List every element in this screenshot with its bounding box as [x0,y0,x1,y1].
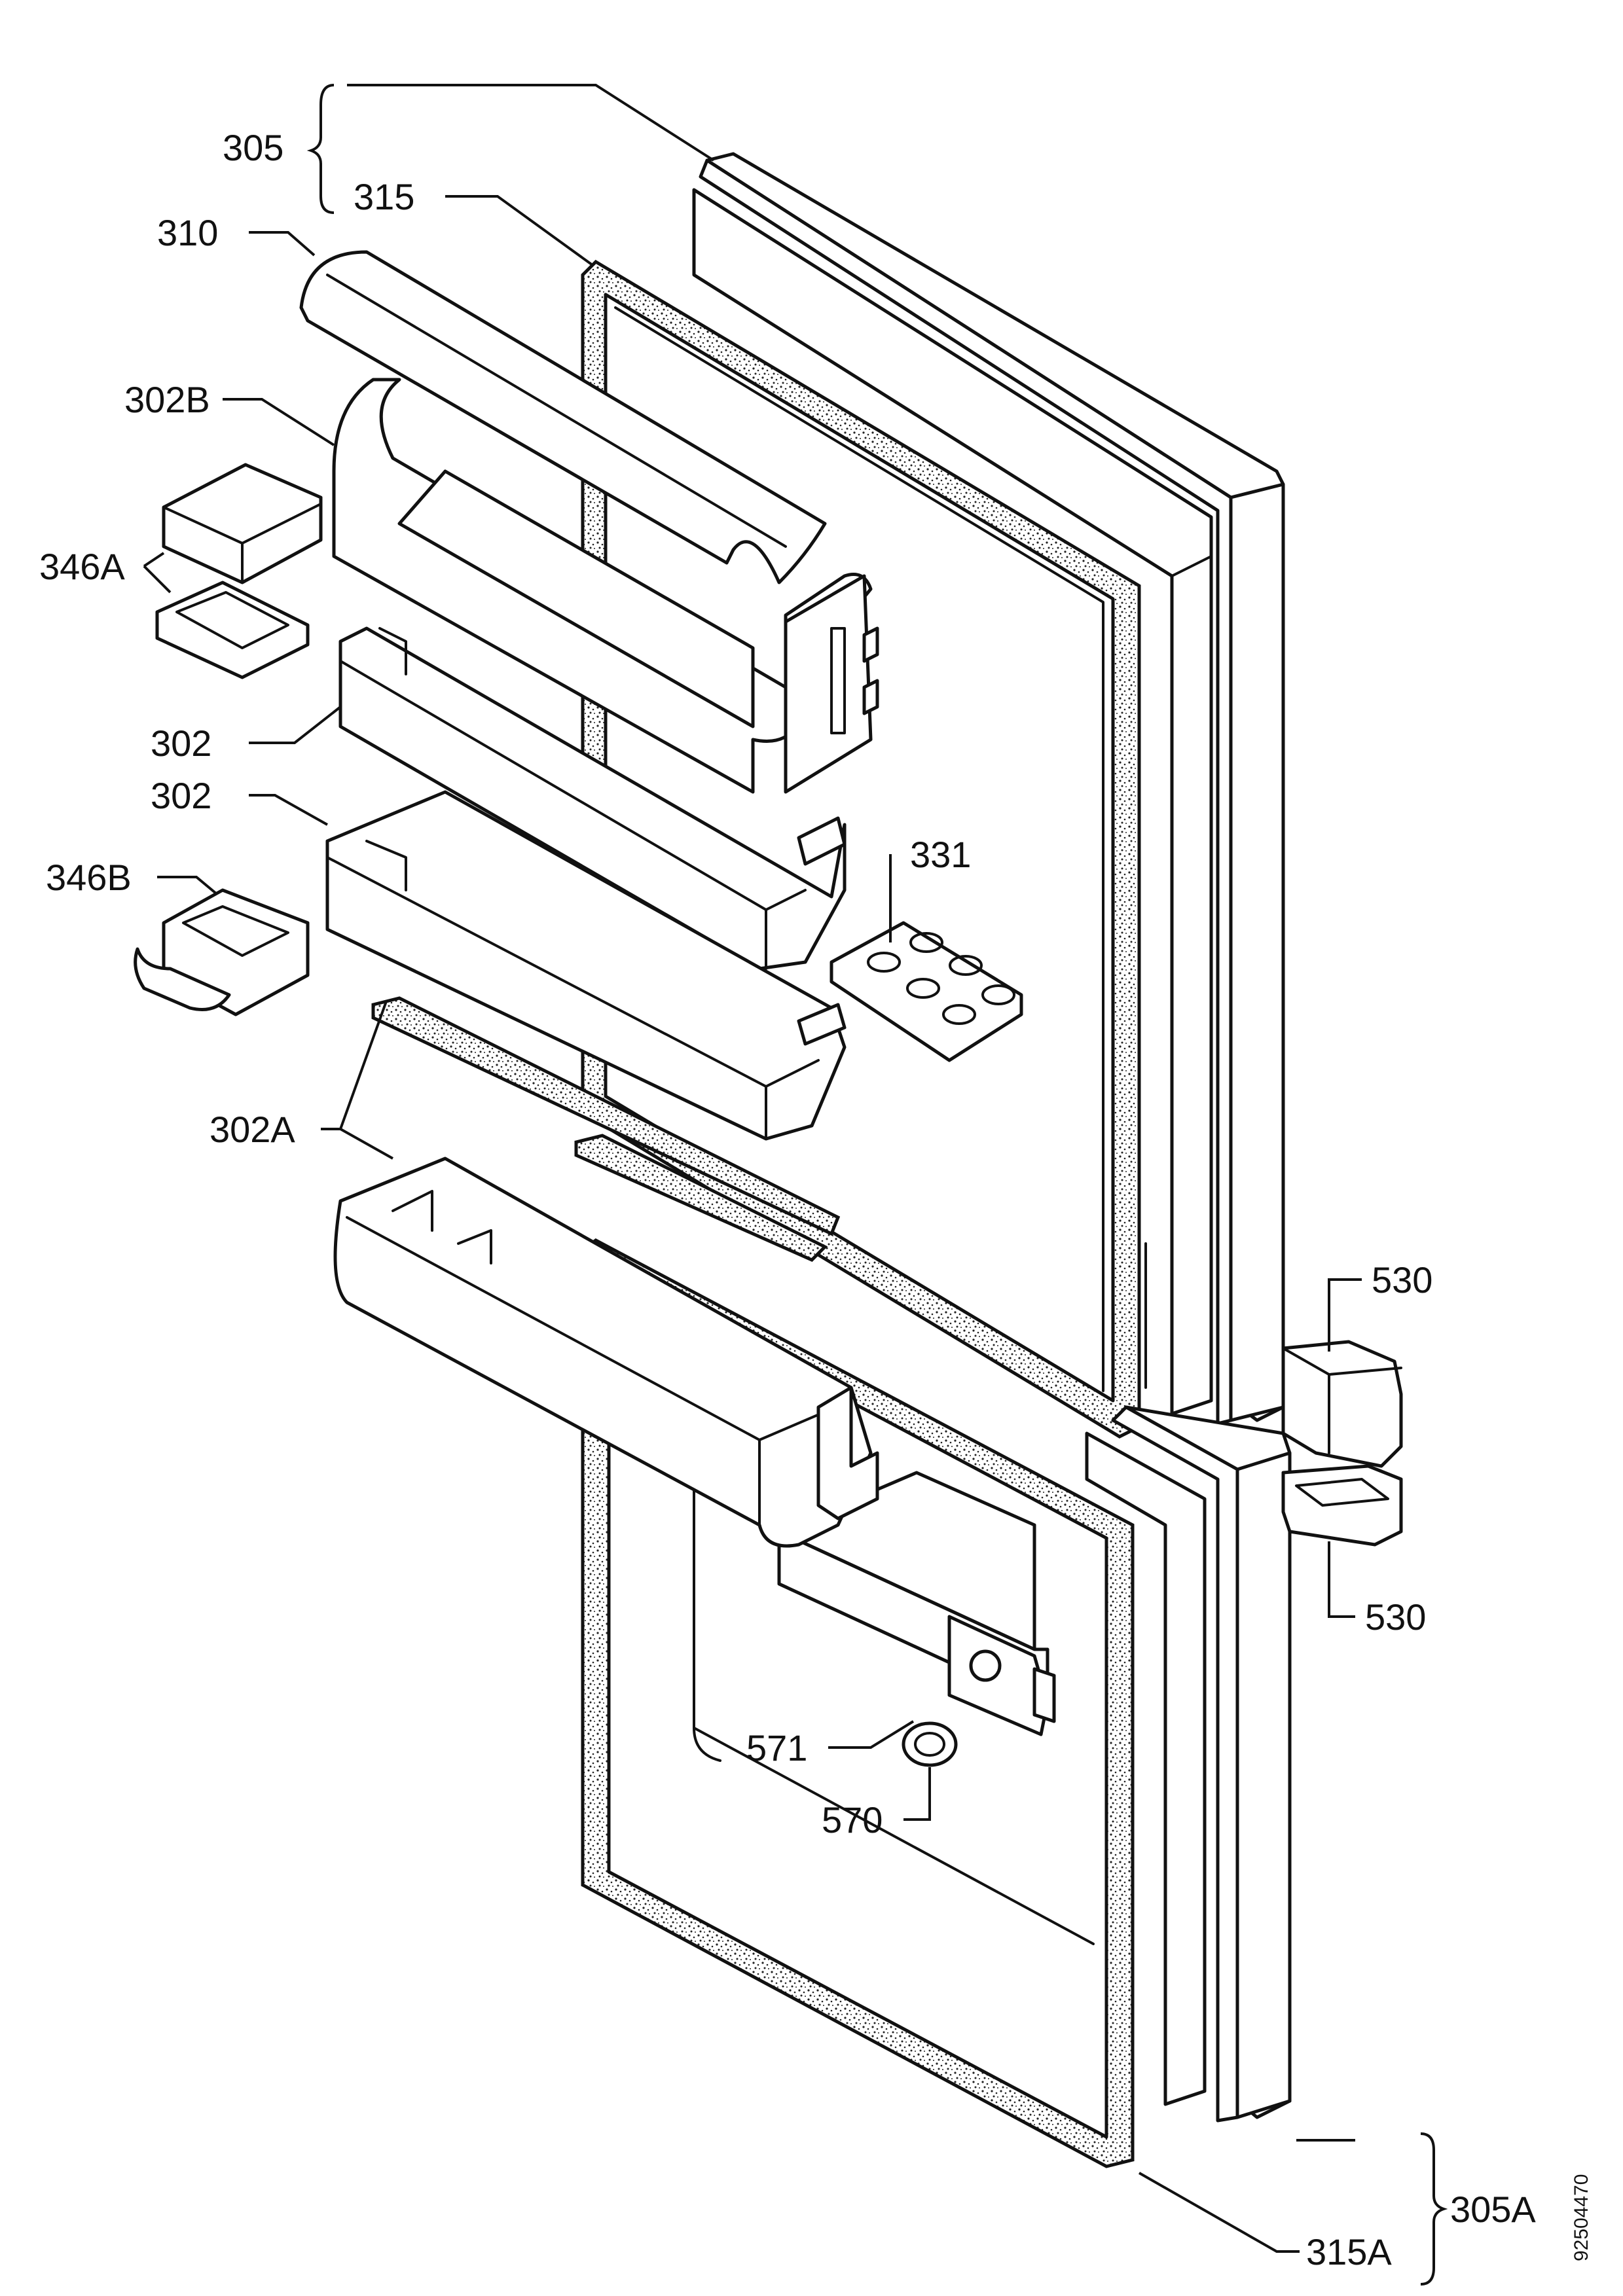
upper-door-305 [581,152,1285,1439]
label-315: 315 [354,176,414,217]
label-530-upper: 530 [1372,1259,1432,1300]
bottle-retainer-302A [371,996,841,1262]
small-box-346B [134,888,310,1016]
label-315A: 315A [1306,2231,1392,2272]
label-302A: 302A [210,1109,295,1150]
label-302B: 302B [124,379,210,420]
lower-door-305A [581,1238,1292,2168]
label-305A: 305A [1450,2189,1536,2230]
hinge-cover-530-upper [1281,1340,1403,1468]
bottle-shelf-302A [333,1157,879,1548]
dairy-flap-310 [299,250,827,584]
hinge-cover-530-lower [1281,1464,1403,1547]
dairy-compartment-302B [332,378,879,794]
label-310: 310 [157,212,218,253]
door-shelf-302-lower [325,790,847,1141]
label-346B: 346B [46,857,132,898]
label-571: 571 [746,1727,807,1768]
leader-lines [143,84,1448,2286]
label-346A: 346A [39,546,125,587]
drawing-number: 92504470 [1571,2174,1592,2261]
butter-box-346A [155,463,323,679]
label-530-lower: 530 [1365,1596,1426,1638]
callout-labels: 305 315 310 302B 346A 302 302 346B 331 3… [39,127,1592,2272]
label-305: 305 [223,127,283,168]
label-302-lower: 302 [151,775,211,816]
label-331: 331 [910,834,971,875]
label-570: 570 [822,1799,883,1840]
label-302-upper: 302 [151,723,211,764]
lamp-570 [902,1721,958,1767]
door-shelf-302-upper [338,626,847,971]
egg-tray-331 [830,921,1023,1062]
